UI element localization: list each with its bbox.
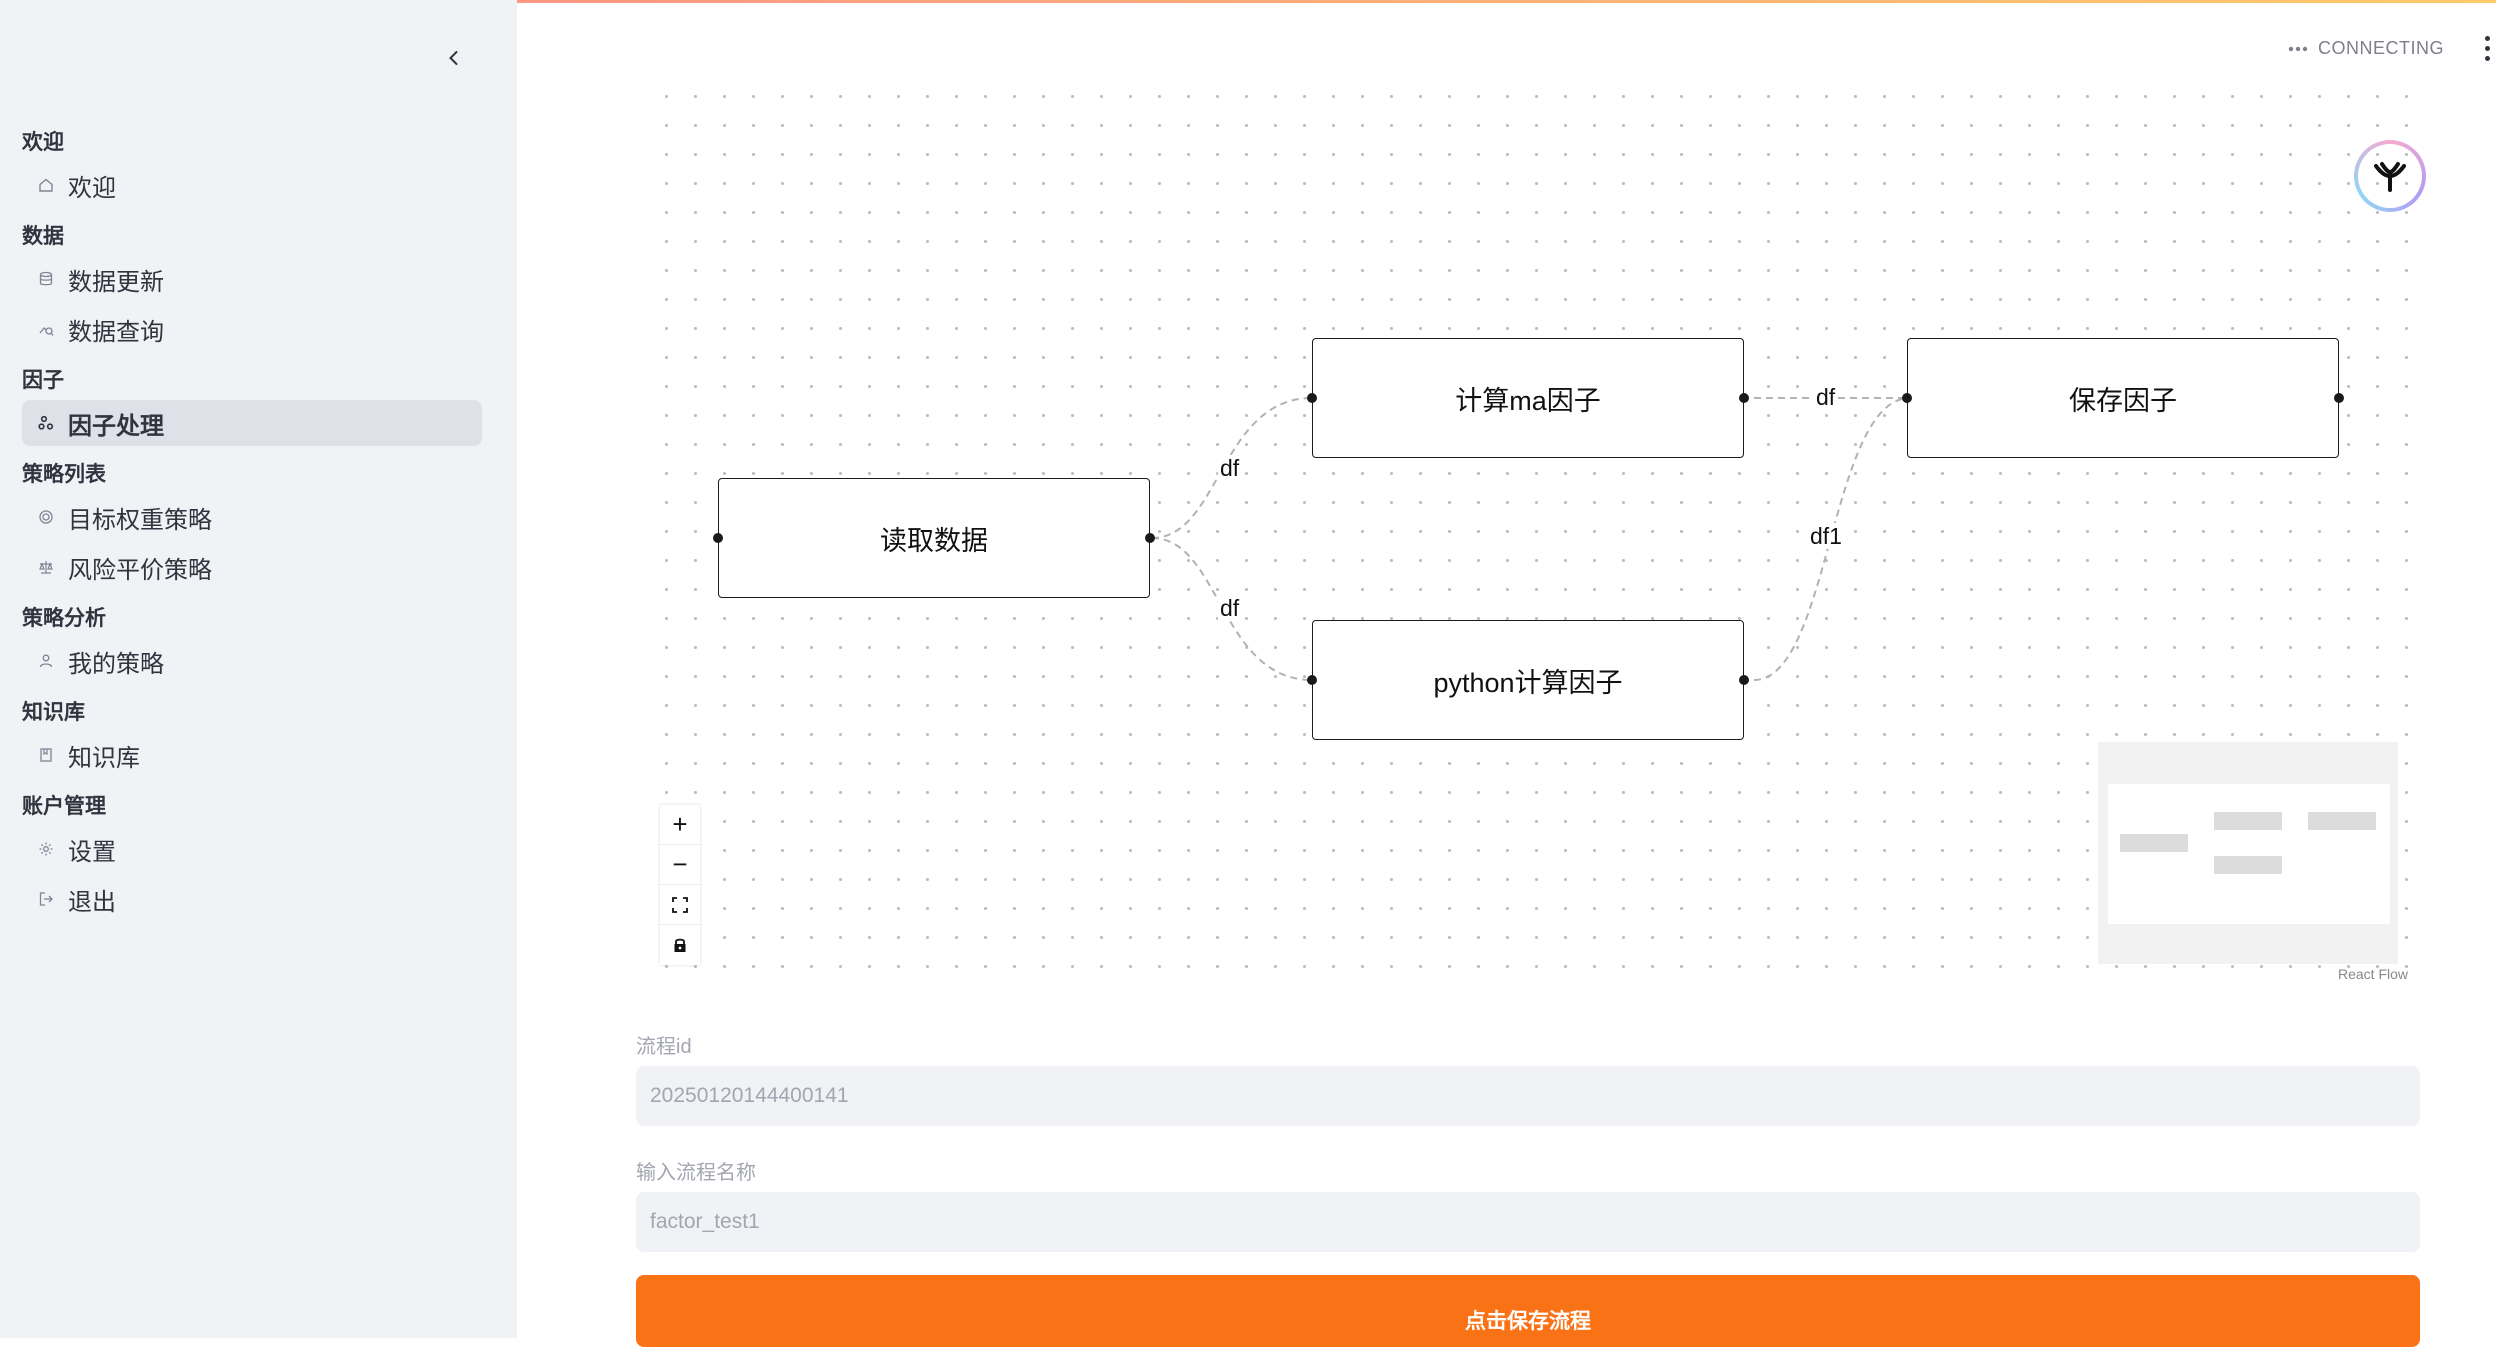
target-handle[interactable] <box>1307 393 1317 403</box>
target-icon <box>36 507 56 527</box>
fit-view-button[interactable] <box>660 885 700 925</box>
react-flow-attribution[interactable]: React Flow <box>2338 966 2409 982</box>
sidebar-item-target-weight[interactable]: 目标权重策略 <box>22 494 482 540</box>
sidebar-item-label: 数据查询 <box>68 318 164 346</box>
sidebar-item-label: 设置 <box>68 838 116 866</box>
sidebar-item-label: 退出 <box>68 888 116 916</box>
factor-icon <box>36 413 56 433</box>
edge-label-ma-save: df <box>1814 384 1838 410</box>
sidebar-item-knowledge-base[interactable]: 知识库 <box>22 732 482 778</box>
node-label: 计算ma因子 <box>1455 385 1601 416</box>
main-menu-button[interactable] <box>2478 36 2496 68</box>
edge-label-read-python: df <box>1218 595 1242 621</box>
minimap[interactable] <box>2098 742 2398 964</box>
nav-header-knowledge: 知识库 <box>22 701 85 724</box>
source-handle[interactable] <box>1739 675 1749 685</box>
node-python-factor[interactable]: python计算因子 <box>1307 620 1749 740</box>
menu-dot <box>2484 36 2490 41</box>
target-handle[interactable] <box>1307 675 1317 685</box>
sidebar-nav: 欢迎 欢迎 数据 数据更新 数据查询 因子 因子处理 策略 <box>22 128 482 926</box>
sidebar-item-label: 目标权重策略 <box>68 506 212 534</box>
zoom-in-icon: + <box>672 809 688 839</box>
status-text: CONNECTING <box>2318 38 2444 58</box>
save-flow-button[interactable]: 点击保存流程 <box>636 1275 2420 1347</box>
source-handle[interactable] <box>1145 533 1155 543</box>
node-label: 保存因子 <box>2069 385 2177 416</box>
chevron-left-icon <box>449 51 458 65</box>
flow-id-label: 流程id <box>636 1036 692 1058</box>
menu-dot <box>2484 46 2490 51</box>
sidebar-item-logout[interactable]: 退出 <box>22 876 482 922</box>
zoom-in-button[interactable]: + <box>660 805 700 845</box>
sidebar-item-label: 知识库 <box>68 744 140 772</box>
menu-dot <box>2484 56 2490 61</box>
flow-id-input[interactable] <box>636 1066 2420 1126</box>
query-icon <box>36 319 56 339</box>
connection-status: CONNECTING <box>2288 38 2444 59</box>
flow-canvas[interactable]: df df df df1 读取数据 计算ma因子 python计算因子 保存因子… <box>640 70 2410 982</box>
flow-name-input[interactable] <box>636 1192 2420 1252</box>
sidebar-item-label: 欢迎 <box>68 174 116 202</box>
sidebar-item-data-update[interactable]: 数据更新 <box>22 256 482 302</box>
flow-name-label: 输入流程名称 <box>636 1162 756 1184</box>
book-icon <box>36 745 56 765</box>
nav-header-factor: 因子 <box>22 369 64 392</box>
nav-header-data: 数据 <box>22 225 64 248</box>
zoom-out-icon: − <box>672 849 688 879</box>
sidebar-item-data-query[interactable]: 数据查询 <box>22 306 482 352</box>
flow-controls: + − <box>660 805 700 965</box>
nav-header-account: 账户管理 <box>22 795 106 818</box>
gear-icon <box>36 839 56 859</box>
node-read-data[interactable]: 读取数据 <box>713 478 1155 598</box>
user-icon <box>36 651 56 671</box>
database-icon <box>36 269 56 289</box>
target-handle[interactable] <box>713 533 723 543</box>
ellipsis-icon <box>2288 46 2308 51</box>
sidebar-item-welcome[interactable]: 欢迎 <box>22 162 482 208</box>
nav-header-strategy-list: 策略列表 <box>22 463 106 486</box>
minimap-node <box>2214 812 2282 830</box>
minimap-viewport <box>2108 784 2390 924</box>
sidebar-item-factor-processing[interactable]: 因子处理 <box>22 400 482 446</box>
sidebar-item-my-strategy[interactable]: 我的策略 <box>22 638 482 684</box>
minimap-node <box>2308 812 2376 830</box>
sidebar-item-label: 风险平价策略 <box>68 556 212 584</box>
sidebar-item-label: 数据更新 <box>68 268 164 296</box>
lock-icon <box>674 938 686 952</box>
home-icon <box>36 175 56 195</box>
sidebar-item-settings[interactable]: 设置 <box>22 826 482 872</box>
toggle-interactivity-button[interactable] <box>660 925 700 965</box>
fit-view-icon <box>672 896 688 913</box>
minimap-node <box>2120 834 2188 852</box>
minimap-node <box>2214 856 2282 874</box>
source-handle[interactable] <box>1739 393 1749 403</box>
sidebar-item-label: 我的策略 <box>68 650 164 678</box>
zoom-out-button[interactable]: − <box>660 845 700 885</box>
nav-header-welcome: 欢迎 <box>22 131 64 154</box>
node-save-factor[interactable]: 保存因子 <box>1902 338 2344 458</box>
source-handle[interactable] <box>2334 393 2344 403</box>
top-decoration-bar <box>0 0 2496 3</box>
sidebar: 欢迎 欢迎 数据 数据更新 数据查询 因子 因子处理 策略 <box>0 0 517 1338</box>
scale-icon <box>36 557 56 577</box>
node-label: 读取数据 <box>880 525 988 556</box>
sidebar-item-risk-parity[interactable]: 风险平价策略 <box>22 544 482 590</box>
node-compute-ma[interactable]: 计算ma因子 <box>1307 338 1749 458</box>
target-handle[interactable] <box>1902 393 1912 403</box>
collapse-sidebar-button[interactable] <box>436 40 472 76</box>
logout-icon <box>36 889 56 909</box>
edge-label-read-ma: df <box>1218 455 1242 481</box>
nav-header-strategy-analysis: 策略分析 <box>22 607 106 630</box>
node-label: python计算因子 <box>1433 667 1623 698</box>
edge-label-python-save: df1 <box>1808 523 1844 549</box>
sidebar-item-label: 因子处理 <box>68 412 164 440</box>
